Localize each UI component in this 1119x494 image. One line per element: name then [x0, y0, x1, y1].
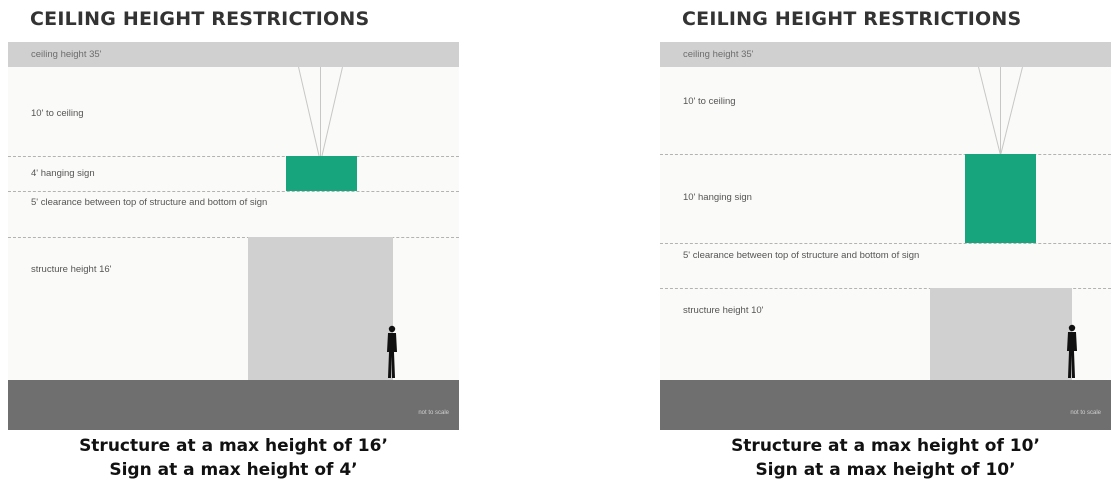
- ceiling-height-label: ceiling height 35': [683, 49, 754, 60]
- not-to-scale-note: not to scale: [418, 410, 449, 416]
- caption-left: Structure at a max height of 16’ Sign at…: [8, 434, 459, 482]
- structure-block: [248, 237, 393, 380]
- clearance-label: 5' clearance between top of structure an…: [31, 197, 268, 208]
- person-silhouette-icon: [387, 325, 397, 378]
- panel-title: CEILING HEIGHT RESTRICTIONS: [30, 8, 370, 30]
- clearance-label: 5' clearance between top of structure an…: [683, 250, 920, 261]
- caption-right: Structure at a max height of 10’ Sign at…: [660, 434, 1111, 482]
- dashed-line-structure-top: [8, 237, 459, 238]
- sign-height-label: 10' hanging sign: [683, 192, 752, 203]
- panel-title: CEILING HEIGHT RESTRICTIONS: [682, 8, 1022, 30]
- rope-center: [320, 67, 321, 156]
- dashed-line-sign-top: [660, 154, 1111, 155]
- hanging-sign: [965, 154, 1036, 243]
- hanging-sign: [286, 156, 357, 191]
- ground-floor: [660, 380, 1111, 430]
- structure-height-label: structure height 16': [31, 264, 112, 275]
- rope-center: [1000, 67, 1001, 154]
- dashed-line-sign-bottom: [8, 191, 459, 192]
- to-ceiling-label: 10' to ceiling: [31, 108, 84, 119]
- ceiling-band: [8, 42, 459, 67]
- dashed-line-sign-bottom: [660, 243, 1111, 244]
- ceiling-height-label: ceiling height 35': [31, 49, 102, 60]
- caption-structure: Structure at a max height of 16’: [79, 436, 388, 456]
- ground-floor: [8, 380, 459, 430]
- ceiling-band: [660, 42, 1111, 67]
- diagram-panel-left: CEILING HEIGHT RESTRICTIONS ceiling heig…: [8, 0, 459, 430]
- dashed-line-sign-top: [8, 156, 459, 157]
- structure-height-label: structure height 10': [683, 305, 764, 316]
- diagram-panel-right: CEILING HEIGHT RESTRICTIONS ceiling heig…: [660, 0, 1111, 430]
- caption-structure: Structure at a max height of 10’: [731, 436, 1040, 456]
- not-to-scale-note: not to scale: [1070, 410, 1101, 416]
- sign-height-label: 4' hanging sign: [31, 168, 95, 179]
- structure-block: [930, 288, 1072, 380]
- dashed-line-structure-top: [660, 288, 1111, 289]
- caption-sign: Sign at a max height of 4’: [109, 460, 358, 480]
- person-silhouette-icon: [1067, 324, 1077, 378]
- to-ceiling-label: 10' to ceiling: [683, 96, 736, 107]
- caption-sign: Sign at a max height of 10’: [755, 460, 1016, 480]
